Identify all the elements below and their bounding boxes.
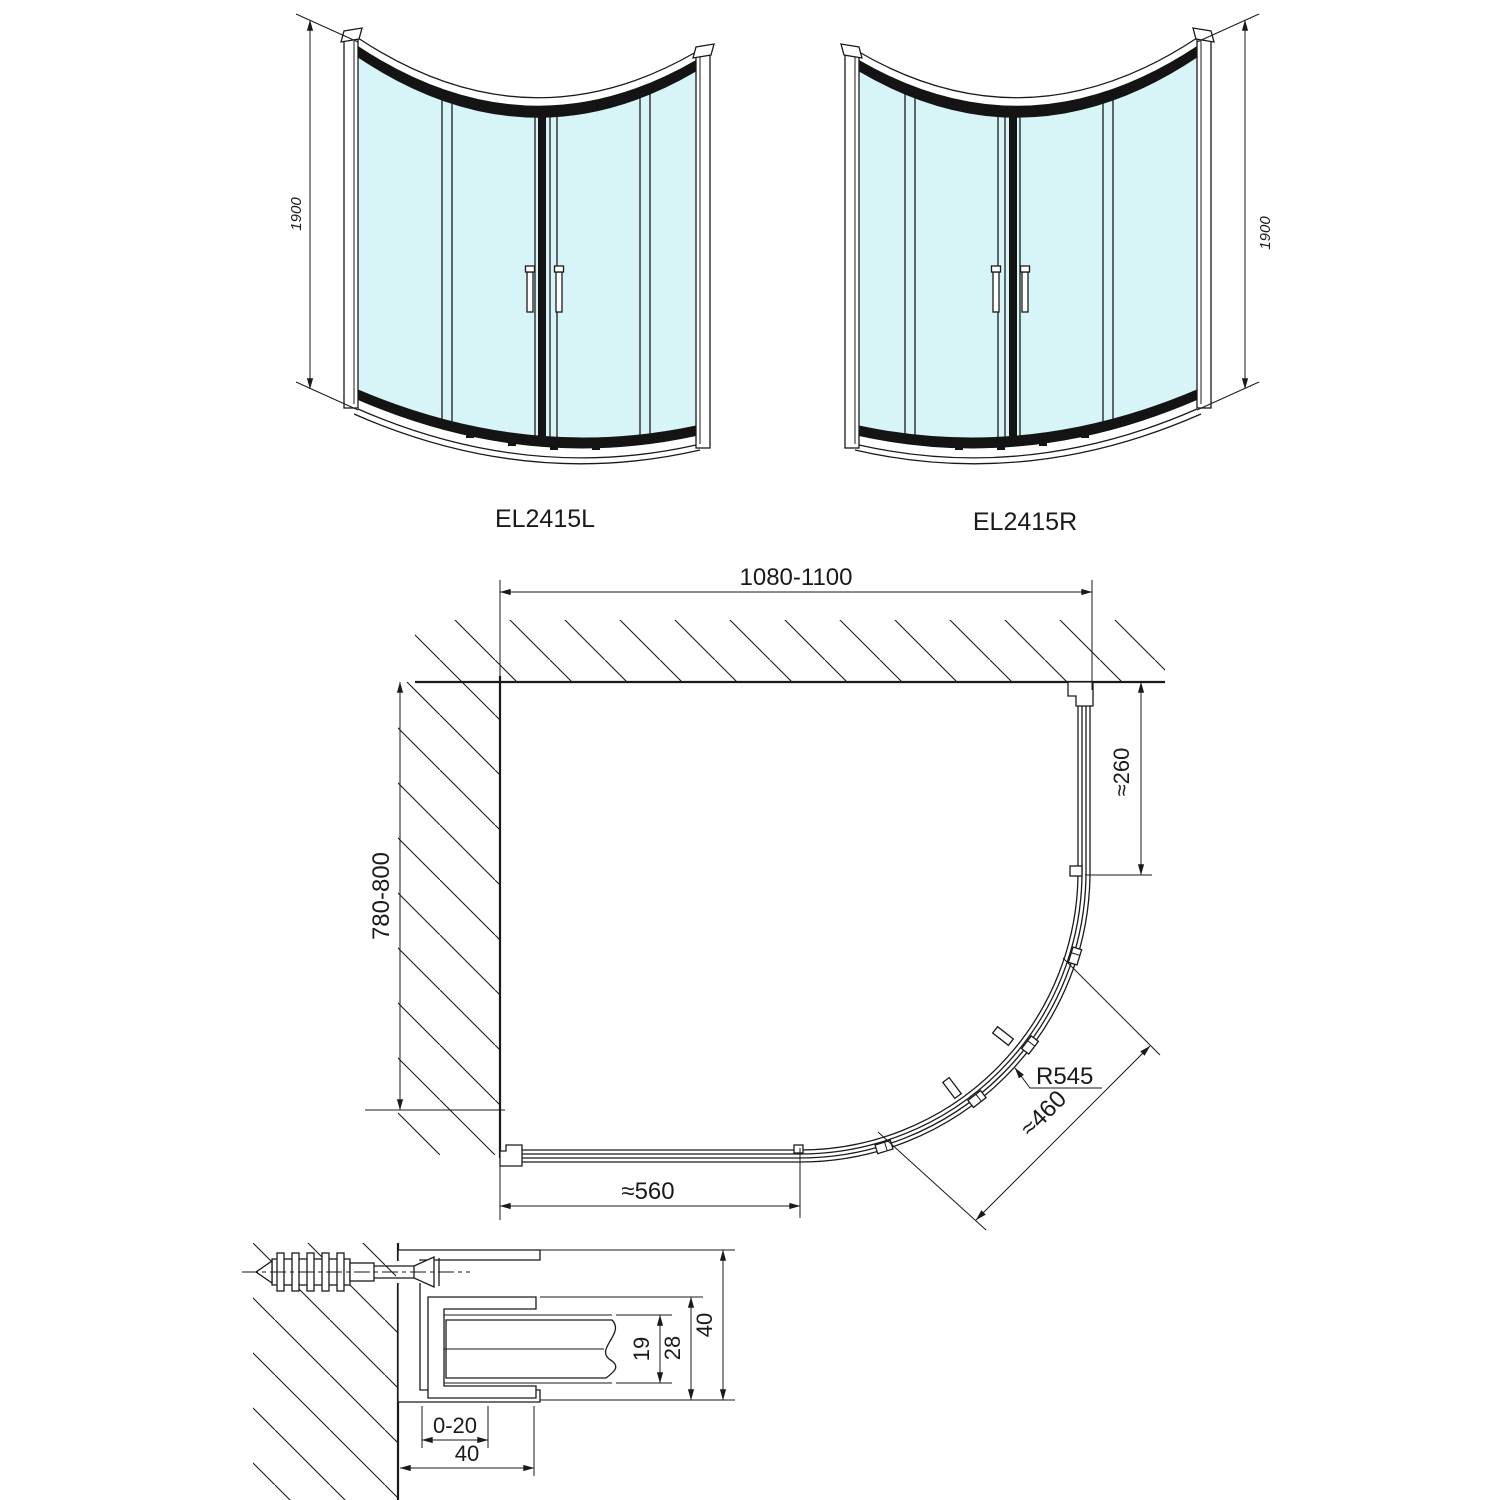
dim-radius: R545 xyxy=(1014,1063,1102,1090)
wall-profile-inner xyxy=(427,1296,537,1399)
height-dim-label-right: 1900 xyxy=(1257,216,1274,250)
radius-dim-label: R545 xyxy=(1036,1063,1093,1090)
front-left-view-label: EL2415L xyxy=(495,505,595,533)
dim-glass-pocket: 19 xyxy=(616,1314,672,1384)
width-dim-label: 1080-1100 xyxy=(740,564,853,591)
curved-track xyxy=(522,705,1091,1163)
depth-dim-label: 780-800 xyxy=(368,852,395,940)
wall-anchor-screw xyxy=(242,1252,470,1292)
wall-hatch-left xyxy=(398,682,500,1155)
front-right-view-label: EL2415R xyxy=(973,508,1077,536)
section-detail: 40 28 19 0-20 40 xyxy=(242,1243,735,1500)
right-segment-dim-label: ≈260 xyxy=(1109,748,1134,797)
plan-view: 1080-1100 780-800 ≈260 R545 ≈460 xyxy=(365,564,1165,1231)
glass-pocket-dim-label: 19 xyxy=(629,1337,654,1361)
dim-adjustment: 0-20 xyxy=(421,1406,489,1448)
dim-profile-height: 40 xyxy=(540,1249,735,1401)
dim-depth: 780-800 xyxy=(365,681,505,1111)
dim-profile-width: 40 xyxy=(399,1406,535,1476)
dim-inner-profile: 28 xyxy=(540,1296,703,1401)
arc-opening-dim-label: ≈460 xyxy=(1015,1085,1072,1142)
dim-front-segment: ≈560 xyxy=(499,1148,801,1218)
wall-bracket-top-right xyxy=(1067,681,1094,707)
wall-hatch-top xyxy=(415,620,1165,682)
track-end-cap-bottom xyxy=(793,1144,804,1154)
front-view-right: 1900 EL2415R xyxy=(841,14,1274,536)
height-dim-label-left: 1900 xyxy=(288,197,305,231)
inner-profile-dim-label: 28 xyxy=(660,1336,685,1360)
front-view-left: 1900 EL2415L xyxy=(288,14,714,533)
dim-width: 1080-1100 xyxy=(499,564,1093,690)
wall-bracket-bottom-left xyxy=(499,1144,523,1167)
adjustment-dim-label: 0-20 xyxy=(433,1413,477,1438)
profile-height-dim-label: 40 xyxy=(692,1313,717,1337)
front-segment-dim-label: ≈560 xyxy=(621,1178,674,1205)
track-end-cap-top xyxy=(1069,865,1083,877)
profile-width-dim-label: 40 xyxy=(455,1441,479,1466)
dim-right-segment: ≈260 xyxy=(1085,681,1152,876)
dim-arc-opening: ≈460 xyxy=(877,957,1161,1231)
